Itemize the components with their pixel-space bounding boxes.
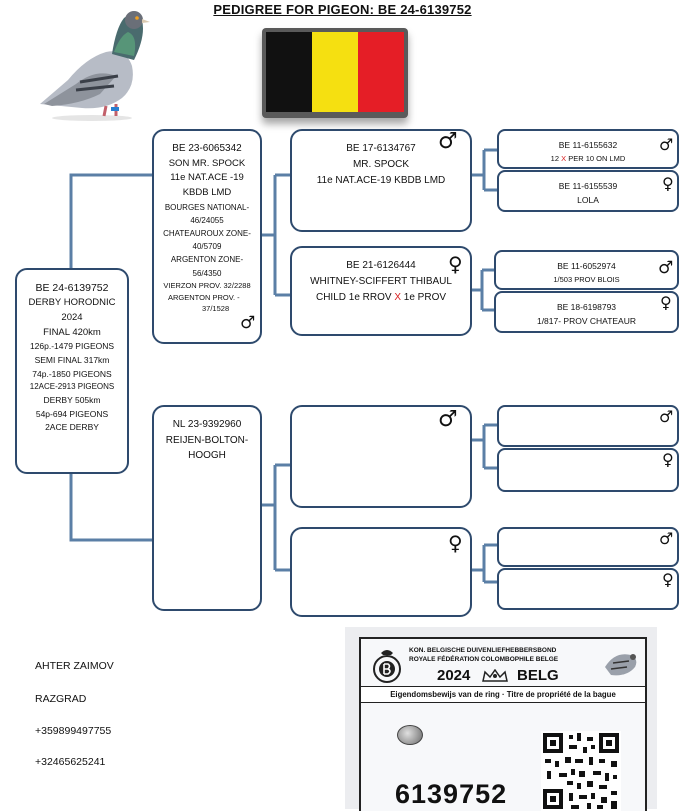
dd-sire-box: ♂ xyxy=(497,527,679,567)
ring-certificate: KON. BELGISCHE DUIVENLIEFHEBBERSBOND ROY… xyxy=(345,627,657,811)
sire-result-1: BOURGES NATIONAL- xyxy=(164,202,250,212)
sire-result-6: 56/4350 xyxy=(192,268,222,278)
owner-phone-2: +32465625241 xyxy=(35,756,106,768)
ss-sire-result: 12 X PER 10 ON LMD xyxy=(499,153,677,164)
sire-result-3: CHATEAUROUX ZONE- xyxy=(163,229,251,239)
ss-sire-ring: BE 11-6155632 xyxy=(558,140,618,150)
sd-dam-box: BE 18-6198793 1/817- PROV CHATEAUR ♀ xyxy=(494,291,679,333)
owner-phone-1: +359899497755 xyxy=(35,725,112,737)
sire-result-2: 46/24055 xyxy=(190,215,224,225)
ring-number: 6139752 xyxy=(395,779,508,809)
flag-yellow-band xyxy=(312,32,358,112)
qr-code-icon xyxy=(541,731,621,811)
sire-sire-ring: BE 17-6134767 xyxy=(346,143,416,154)
card-country: BELG xyxy=(517,667,559,684)
certificate-card: KON. BELGISCHE DUIVENLIEFHEBBERSBOND ROY… xyxy=(359,637,647,811)
female-icon: ♀ xyxy=(662,174,674,193)
ss-sire-box: BE 11-6155632 12 X PER 10 ON LMD ♂ xyxy=(497,129,679,169)
sire-result-5: ARGENTON ZONE- xyxy=(170,255,244,265)
sd-dam-ring: BE 18-6198793 xyxy=(556,302,617,312)
female-icon: ♀ xyxy=(662,570,674,589)
card-year: 2024 xyxy=(437,667,471,684)
dam-ring: NL 23-9392960 xyxy=(172,419,242,430)
org-name-nl: KON. BELGISCHE DUIVENLIEFHEBBERSBOND xyxy=(409,647,557,654)
page-title: PEDIGREE FOR PIGEON: BE 24-6139752 xyxy=(213,2,472,17)
sire-name: SON MR. SPOCK xyxy=(168,157,246,169)
sd-sire-result: 1/503 PROV BLOIS xyxy=(553,274,620,284)
dam-dam-box: ♀ xyxy=(290,527,472,617)
sd-sire-box: BE 11-6052974 1/503 PROV BLOIS ♂ xyxy=(494,250,679,290)
sire-sire-box: BE 17-6134767 MR. SPOCK 11e NAT.ACE-19 K… xyxy=(290,129,472,232)
sire-line-4: KBDB LMD xyxy=(182,186,232,198)
male-icon: ♂ xyxy=(659,135,674,154)
belgian-flag xyxy=(262,28,408,118)
sire-sire-result: 11e NAT.ACE-19 KBDB LMD xyxy=(316,175,446,186)
sire-dam-result: CHILD 1e RROV X 1e PROV xyxy=(292,290,470,306)
sire-dam-box: BE 21-6126444 WHITNEY-SCIFFERT THIBAUL C… xyxy=(290,246,472,336)
sire-dam-ring: BE 21-6126444 xyxy=(346,260,416,271)
male-icon: ♂ xyxy=(438,407,458,432)
male-icon: ♂ xyxy=(659,407,674,426)
card-subtitle: Eigendomsbewijs van de ring · Titre de p… xyxy=(361,686,645,703)
female-icon: ♀ xyxy=(662,450,674,469)
dam-name-2: HOOGH xyxy=(188,450,226,461)
ss-sire-result-b: PER 10 ON LMD xyxy=(566,153,626,163)
main-result-6: 54p-694 PIGEONS xyxy=(35,408,109,419)
main-final: FINAL 420km xyxy=(43,326,101,338)
x-mark: X xyxy=(394,292,401,303)
x-mark: X xyxy=(561,153,567,163)
owner-city: RAZGRAD xyxy=(35,693,87,705)
owner-name: AHTER ZAIMOV xyxy=(35,660,114,672)
main-name: DERBY HORODNIC xyxy=(28,297,116,309)
sire-dam-result-a: CHILD 1e RROV xyxy=(315,292,395,303)
male-icon: ♂ xyxy=(240,313,256,333)
female-icon: ♀ xyxy=(448,252,463,276)
pigeon-logo-icon xyxy=(605,654,637,676)
main-ring: BE 24-6139752 xyxy=(35,282,109,294)
main-result-5: DERBY 505km xyxy=(43,395,101,405)
ss-dam-name: LOLA xyxy=(577,194,599,205)
main-result-4: 12ACE-2913 PIGEONS xyxy=(29,382,115,392)
female-icon: ♀ xyxy=(660,293,672,312)
ss-dam-box: BE 11-6155539 LOLA ♀ xyxy=(497,170,679,212)
sd-sire-ring: BE 11-6052974 xyxy=(557,261,616,271)
ss-dam-ring: BE 11-6155539 xyxy=(558,181,618,191)
main-result-3: 74p.-1850 PIGEONS xyxy=(32,368,112,379)
sd-dam-result: 1/817- PROV CHATEAUR xyxy=(536,315,637,326)
dam-name-1: REIJEN-BOLTON- xyxy=(165,434,249,446)
sire-result-9: 37/1528 xyxy=(202,304,230,314)
sire-sire-name: MR. SPOCK xyxy=(352,159,410,170)
pigeon-image xyxy=(40,11,150,121)
org-name-fr: ROYALE FÉDÉRATION COLOMBOPHILE BELGE xyxy=(409,656,559,663)
flag-black-band xyxy=(266,32,312,112)
sire-line-3: 11e NAT.ACE -19 xyxy=(170,172,244,184)
sire-box: BE 23-6065342 SON MR. SPOCK 11e NAT.ACE … xyxy=(152,129,262,344)
main-result-2: SEMI FINAL 317km xyxy=(34,355,110,366)
ss-sire-result-a: 12 xyxy=(550,153,562,163)
main-bird-box: BE 24-6139752 DERBY HORODNIC 2024 FINAL … xyxy=(15,268,129,474)
dam-box: NL 23-9392960 REIJEN-BOLTON- HOOGH xyxy=(152,405,262,611)
sire-ring: BE 23-6065342 xyxy=(172,143,242,154)
kbdb-emblem-icon xyxy=(373,650,401,683)
main-result-7: 2ACE DERBY xyxy=(45,422,99,433)
sire-dam-name: WHITNEY-SCIFFERT THIBAUL xyxy=(310,276,452,287)
main-year: 2024 xyxy=(61,311,83,323)
male-icon: ♂ xyxy=(438,129,458,154)
sire-result-8: ARGENTON PROV. - xyxy=(168,293,240,303)
ds-dam-box: ♀ xyxy=(497,448,679,492)
dam-sire-box: ♂ xyxy=(290,405,472,508)
sire-result-4: 40/5709 xyxy=(192,242,222,252)
dd-dam-box: ♀ xyxy=(497,568,679,610)
sire-dam-result-b: 1e PROV xyxy=(401,292,447,303)
ds-sire-box: ♂ xyxy=(497,405,679,447)
male-icon: ♂ xyxy=(658,258,674,278)
male-icon: ♂ xyxy=(659,529,674,548)
chip-icon xyxy=(397,725,423,745)
crown-icon xyxy=(481,668,509,683)
flag-red-band xyxy=(358,32,404,112)
main-result-1: 126p.-1479 PIGEONS xyxy=(29,341,115,352)
sire-result-7: VIERZON PROV. 32/2288 xyxy=(163,280,251,290)
female-icon: ♀ xyxy=(448,531,463,555)
